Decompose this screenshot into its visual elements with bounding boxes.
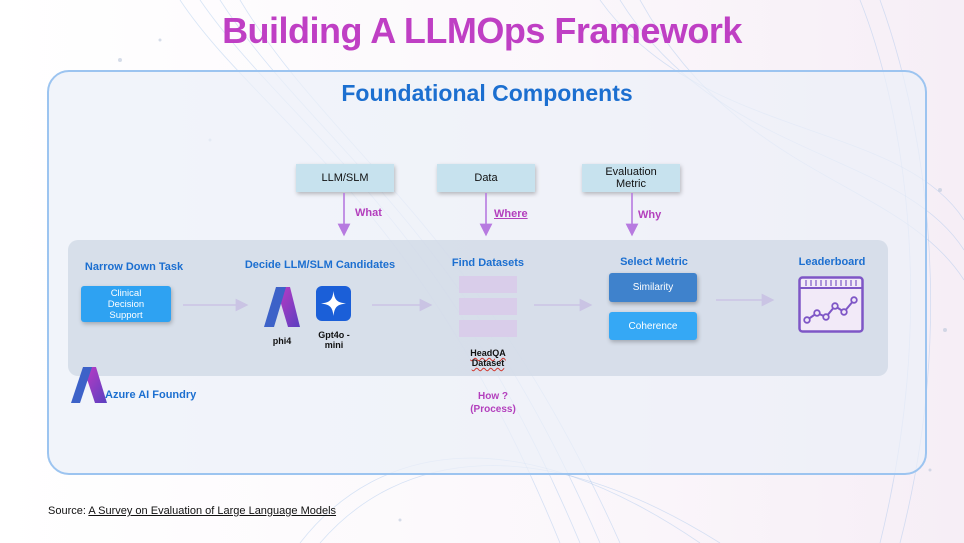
headqa-dataset-text: HeadQA Dataset [470, 348, 506, 368]
dataset-bar-2 [459, 298, 517, 315]
headqa-dataset-label: HeadQA Dataset [462, 348, 514, 368]
find-datasets-title: Find Datasets [451, 257, 525, 269]
data-box: Data [437, 164, 535, 192]
phi4-icon [264, 287, 300, 327]
panel-subtitle: Foundational Components [341, 80, 633, 106]
coherence-metric-box: Coherence [609, 312, 697, 340]
source-citation: Source: A Survey on Evaluation of Large … [48, 505, 336, 517]
page-title: Building A LLMOps Framework [222, 10, 742, 51]
narrow-down-task-title: Narrow Down Task [84, 261, 184, 273]
source-link[interactable]: A Survey on Evaluation of Large Language… [88, 505, 337, 517]
dataset-bar-1 [459, 276, 517, 293]
where-label: Where [494, 208, 528, 220]
azure-ai-foundry-label: Azure AI Foundry [105, 389, 197, 401]
data-label: Data [474, 172, 498, 184]
azure-ai-foundry-icon [71, 367, 107, 403]
phi4-label: phi4 [272, 336, 292, 346]
clinical-decision-support-label: Clinical Decision Support [107, 287, 145, 321]
similarity-label: Similarity [632, 282, 674, 293]
clinical-decision-support-box: Clinical Decision Support [81, 286, 171, 322]
leaderboard-title: Leaderboard [798, 256, 866, 268]
how-process-label: How ? (Process) [470, 391, 516, 415]
decide-candidates-title: Decide LLM/SLM Candidates [244, 259, 396, 271]
select-metric-title: Select Metric [620, 256, 688, 268]
evaluation-metric-box: Evaluation Metric [582, 164, 680, 192]
evaluation-metric-label: Evaluation Metric [605, 166, 657, 190]
what-label: What [355, 207, 382, 219]
dataset-bar-3 [459, 320, 517, 337]
llm-slm-box: LLM/SLM [296, 164, 394, 192]
why-label: Why [638, 209, 662, 221]
llm-slm-label: LLM/SLM [321, 172, 369, 184]
gpt4o-mini-icon [316, 286, 351, 321]
similarity-metric-box: Similarity [609, 273, 697, 302]
leaderboard-chart-icon [798, 276, 864, 333]
coherence-label: Coherence [628, 320, 678, 332]
source-prefix: Source: [48, 505, 89, 517]
gpt4o-mini-label: Gpt4o -mini [318, 330, 350, 350]
